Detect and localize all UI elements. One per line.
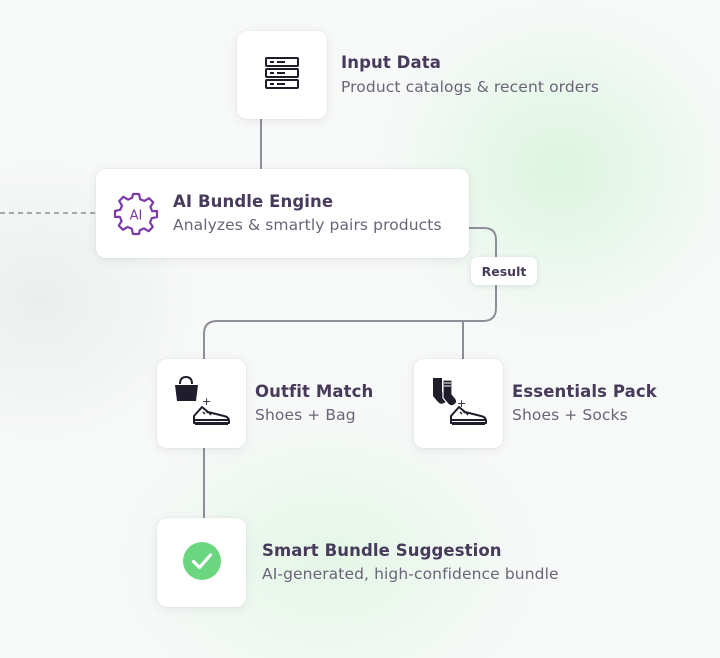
smart-bundle-title: Smart Bundle Suggestion	[262, 541, 502, 560]
svg-text:+: +	[202, 395, 211, 408]
bag-plus-sneaker-icon: +	[172, 374, 232, 434]
svg-text:+: +	[457, 397, 466, 410]
input-data-tile[interactable]	[237, 31, 327, 119]
check-circle-icon	[182, 541, 222, 585]
smart-bundle-subtitle: AI-generated, high-confidence bundle	[262, 565, 559, 583]
ai-gear-label: AI	[130, 209, 143, 224]
smart-bundle-tile[interactable]	[157, 518, 246, 607]
server-stack-icon	[263, 56, 301, 94]
input-data-subtitle: Product catalogs & recent orders	[341, 78, 600, 96]
input-data-title: Input Data	[341, 53, 441, 72]
outfit-match-tile[interactable]: +	[157, 359, 246, 448]
ai-engine-card[interactable]	[96, 169, 469, 258]
socks-plus-sneaker-icon: +	[429, 374, 489, 434]
ai-gear-icon: AI	[113, 191, 159, 241]
connector-engine-to-result	[203, 227, 497, 360]
essentials-pack-subtitle: Shoes + Socks	[512, 406, 628, 424]
result-badge: Result	[471, 257, 537, 285]
ai-engine-title: AI Bundle Engine	[173, 192, 334, 211]
outfit-match-title: Outfit Match	[255, 382, 374, 401]
ai-engine-subtitle: Analyzes & smartly pairs products	[173, 216, 442, 234]
essentials-pack-tile[interactable]: +	[414, 359, 503, 448]
outfit-match-subtitle: Shoes + Bag	[255, 406, 356, 424]
essentials-pack-title: Essentials Pack	[512, 382, 657, 401]
